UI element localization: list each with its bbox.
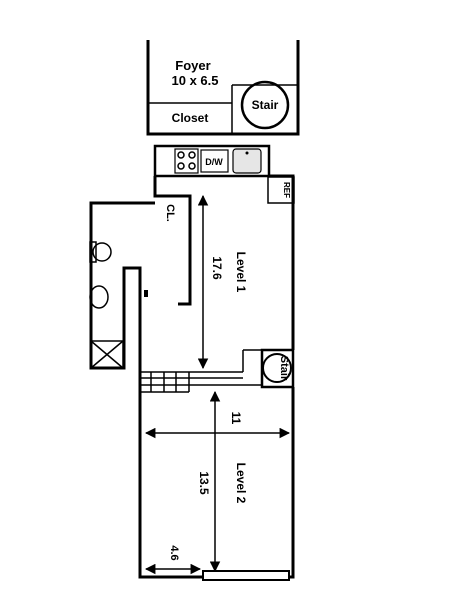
- foyer-size-label: 10 x 6.5: [172, 73, 219, 88]
- window: [202, 570, 290, 581]
- level2-walls: [138, 372, 295, 581]
- dishwasher: [200, 149, 229, 173]
- dimension-17-6-label: 17.6: [210, 256, 224, 280]
- dimension-11-label: 11: [229, 412, 243, 425]
- refrigerator: [267, 176, 295, 204]
- closet-label: Closet: [172, 111, 209, 125]
- stair-lower-label: Stair: [278, 356, 290, 381]
- shower: [90, 340, 124, 369]
- dw-label: D/W: [205, 157, 223, 167]
- level-divider: [140, 371, 262, 393]
- dimension-4-6-label: 4.6: [168, 545, 180, 560]
- stove: [174, 148, 199, 174]
- toilet-bowl: [92, 242, 112, 262]
- sink: [232, 148, 262, 174]
- foyer-block: Foyer 10 x 6.5 Closet Stair: [146, 40, 300, 136]
- level2-label: Level 2: [234, 463, 248, 504]
- ref-label: REF: [282, 182, 291, 198]
- foyer-label: Foyer: [175, 58, 210, 73]
- level1-walls: REF CL.: [89, 174, 295, 372]
- stair-upper-label: Stair: [252, 98, 279, 112]
- stair-circle-upper: [240, 80, 290, 130]
- toilet-tank: [89, 241, 97, 263]
- kitchen-counter: D/W: [153, 144, 271, 178]
- bathroom-sink: [89, 285, 109, 309]
- cl-label: CL.: [164, 204, 176, 222]
- dimension-13-5-label: 13.5: [197, 471, 211, 495]
- level1-label: Level 1: [234, 252, 248, 293]
- bathroom: [89, 241, 124, 369]
- stair-lower: Stair: [242, 348, 295, 389]
